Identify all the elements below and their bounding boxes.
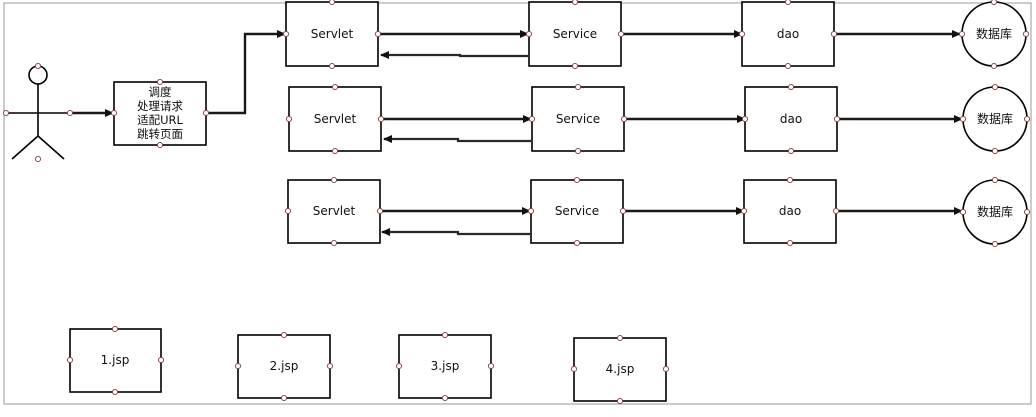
row1-dao-label: dao bbox=[777, 27, 799, 41]
row2-service-label: Service bbox=[556, 112, 600, 126]
page-2-jsp-box[interactable]: 2.jsp bbox=[234, 331, 334, 402]
dispatcher-to-servlet-arrow bbox=[206, 30, 286, 115]
page-3-jsp-box[interactable]: 3.jsp bbox=[395, 331, 495, 402]
row2-database-node[interactable]: 数据库 bbox=[959, 83, 1031, 155]
page-4-jsp-label: 4.jsp bbox=[606, 362, 635, 376]
page-3-jsp-label: 3.jsp bbox=[431, 359, 460, 373]
row3-dao-box[interactable]: dao bbox=[740, 176, 840, 247]
row3-database-node[interactable]: 数据库 bbox=[959, 176, 1031, 248]
row1-servlet-box[interactable]: Servlet bbox=[282, 0, 382, 70]
canvas-frame bbox=[3, 2, 1032, 405]
row1-service-label: Service bbox=[553, 27, 597, 41]
row3-service-label: Service bbox=[555, 204, 599, 218]
page-1-jsp-label: 1.jsp bbox=[101, 353, 130, 367]
dispatcher-line-2: 处理请求 bbox=[137, 99, 183, 113]
row3-servlet-box[interactable]: Servlet bbox=[284, 176, 384, 247]
page-2-jsp-label: 2.jsp bbox=[270, 359, 299, 373]
connectors bbox=[70, 30, 963, 236]
row1-dao-box[interactable]: dao bbox=[738, 0, 838, 70]
row2-servlet-box[interactable]: Servlet bbox=[285, 83, 385, 155]
row2-servlet-label: Servlet bbox=[314, 112, 357, 126]
row1-servlet-label: Servlet bbox=[311, 27, 354, 41]
dispatcher-line-3: 适配URL bbox=[137, 113, 183, 127]
dispatcher-line-1: 调度 bbox=[149, 85, 172, 99]
row3-service-box[interactable]: Service bbox=[527, 176, 627, 247]
row2-dao-box[interactable]: dao bbox=[741, 83, 841, 155]
row1-service-to-servlet-arrow bbox=[380, 51, 528, 59]
row3-database-label: 数据库 bbox=[977, 204, 1013, 219]
row1-database-label: 数据库 bbox=[976, 26, 1012, 41]
row2-service-box[interactable]: Service bbox=[528, 83, 628, 155]
row2-database-label: 数据库 bbox=[977, 111, 1013, 126]
row2-dao-label: dao bbox=[780, 112, 802, 126]
row1-service-box[interactable]: Service bbox=[525, 0, 625, 70]
dispatcher-line-4: 跳转页面 bbox=[137, 127, 183, 141]
page-1-jsp-box[interactable]: 1.jsp bbox=[66, 325, 165, 396]
page-4-jsp-box[interactable]: 4.jsp bbox=[570, 334, 670, 405]
row1-database-node[interactable]: 数据库 bbox=[958, 0, 1030, 70]
row3-service-to-servlet-arrow bbox=[381, 228, 530, 236]
row3-dao-label: dao bbox=[779, 204, 801, 218]
user-actor-icon[interactable] bbox=[2, 62, 74, 163]
dispatcher-box[interactable]: 调度 处理请求 适配URL 跳转页面 bbox=[110, 78, 210, 149]
row2-service-to-servlet-arrow bbox=[383, 135, 531, 143]
row3-servlet-label: Servlet bbox=[313, 204, 356, 218]
